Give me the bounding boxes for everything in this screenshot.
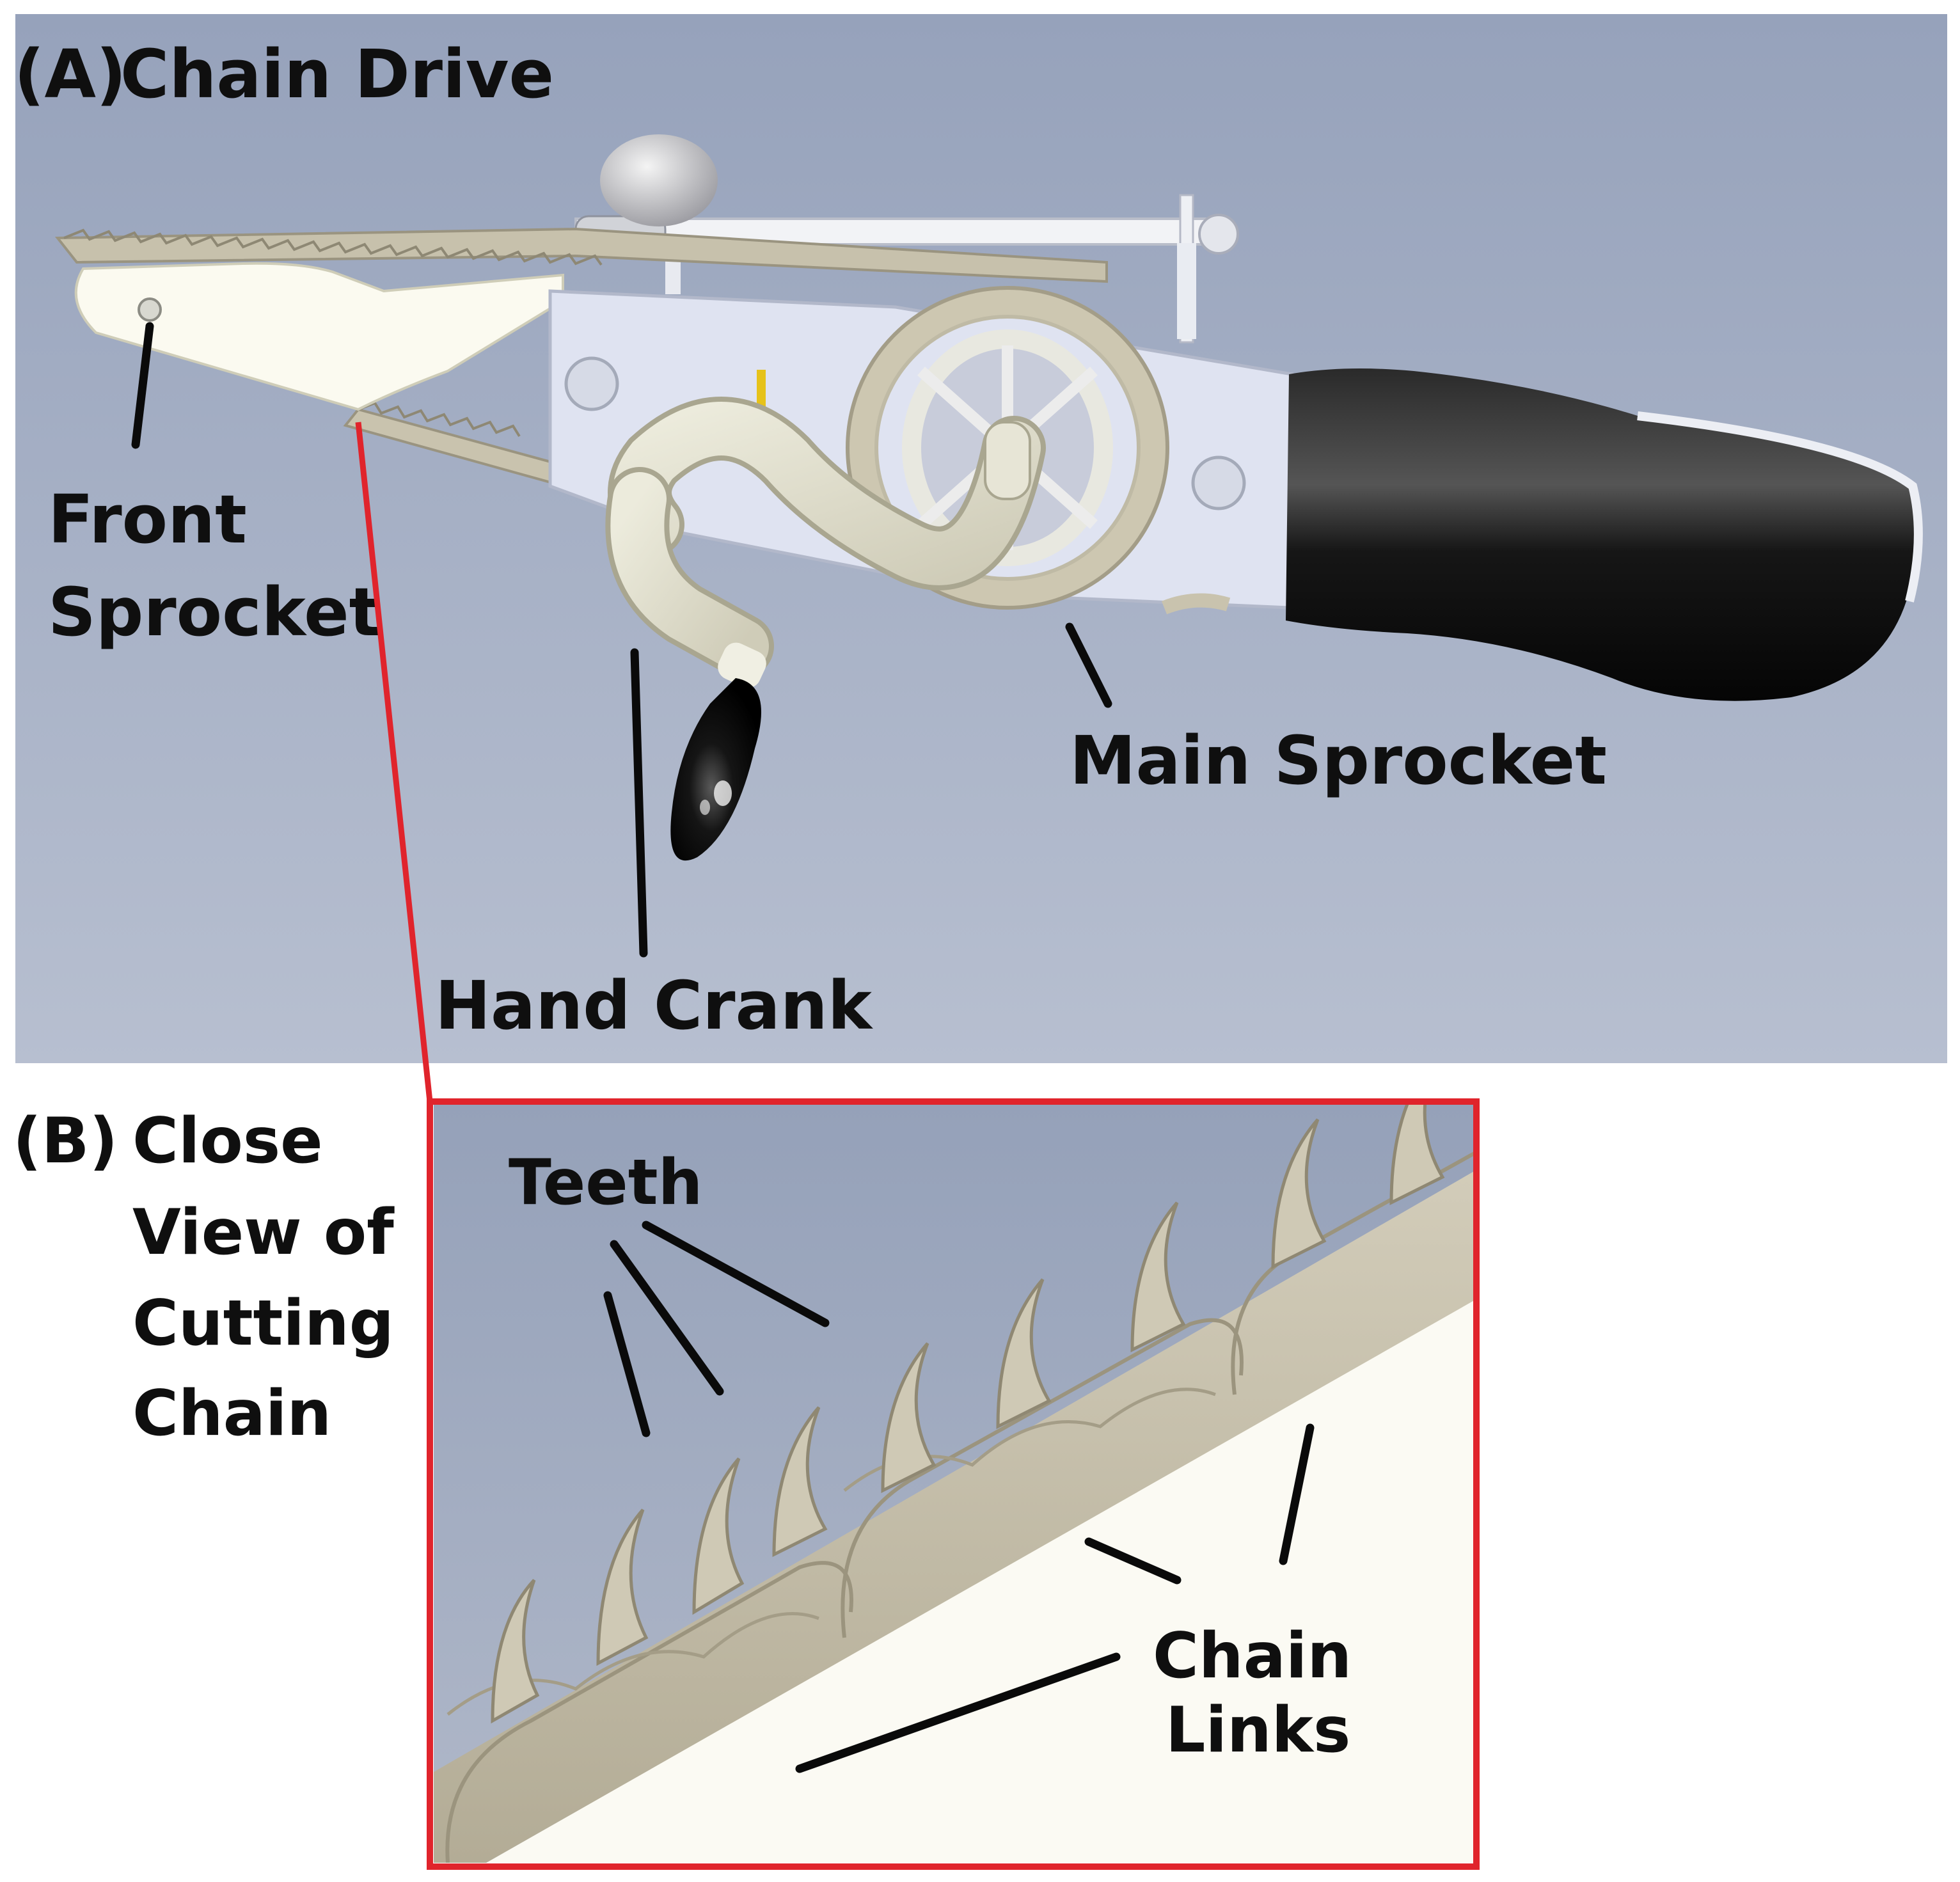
hand-crank-label: Hand Crank bbox=[435, 967, 874, 1045]
panel-b-title-line1: Close bbox=[132, 1105, 323, 1178]
frame-bolt-left bbox=[564, 356, 619, 411]
panel-b-title-line3: Cutting bbox=[132, 1287, 394, 1360]
front-sprocket-leader bbox=[131, 322, 154, 449]
teeth-leader-3 bbox=[642, 1221, 830, 1327]
chain-links-label-line2: Links bbox=[1166, 1694, 1350, 1767]
tensioner-knob bbox=[600, 134, 718, 226]
panel-b-title-line2: View of bbox=[132, 1196, 395, 1269]
teeth-leader-1 bbox=[603, 1291, 651, 1437]
front-sprocket-label-line1: Front bbox=[48, 480, 247, 558]
crank-knob bbox=[670, 642, 766, 861]
panel-a-title: Chain Drive bbox=[120, 35, 554, 113]
front-sprocket-pin bbox=[138, 297, 162, 322]
hand-crank bbox=[605, 397, 1046, 678]
panel-a-letter: (A) bbox=[14, 35, 127, 113]
teeth-leader-2 bbox=[610, 1240, 724, 1396]
panel-b-letter: (B) bbox=[13, 1105, 118, 1178]
front-sprocket-label-line2: Sprocket bbox=[48, 573, 381, 651]
chain-links-leader-3 bbox=[1279, 1423, 1315, 1565]
hand-crank-leader bbox=[630, 648, 648, 958]
top-rail bbox=[574, 134, 1239, 344]
chain-links-leader-1 bbox=[795, 1652, 1121, 1773]
frame-bolt-right bbox=[1191, 455, 1246, 510]
panel-b-title-line4: Chain bbox=[132, 1377, 331, 1450]
guide-bar bbox=[74, 262, 564, 411]
chain-links-label-line1: Chain bbox=[1153, 1620, 1352, 1693]
chain-teeth bbox=[491, 1103, 1445, 1724]
closeup-frame bbox=[427, 1098, 1480, 1870]
panel-a: (A) Chain Drive Front Sprocket Main Spro… bbox=[14, 14, 1947, 1063]
callout-connector bbox=[355, 422, 433, 1102]
main-sprocket-label: Main Sprocket bbox=[1070, 722, 1607, 800]
main-sprocket-leader bbox=[1065, 622, 1112, 708]
rear-handle bbox=[1161, 368, 1923, 701]
chain-links-leader-2 bbox=[1084, 1537, 1182, 1585]
panel-b: (B) Close View of Cutting Chain bbox=[13, 1098, 1480, 1870]
teeth-label: Teeth bbox=[509, 1146, 702, 1219]
